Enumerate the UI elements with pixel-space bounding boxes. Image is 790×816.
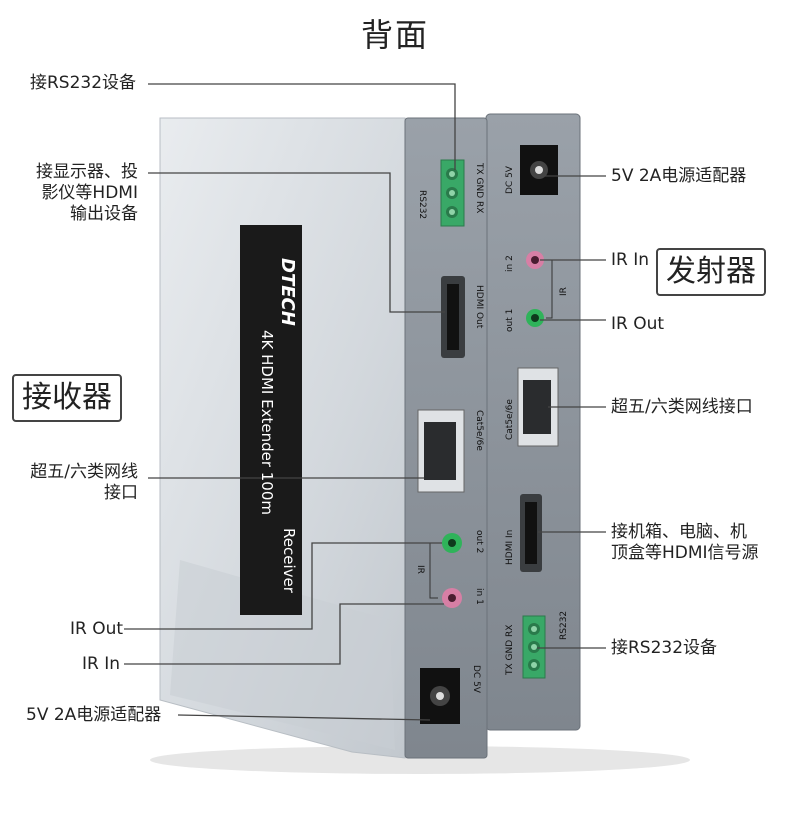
right-label-ir-in: IR In [611, 250, 650, 270]
transmitter-panel-text: DC 5V in 2 IR out 1 Cat5e/6e HDMI In RS2… [505, 165, 569, 676]
left-label-cat: 超五/六类网线 接口 [8, 462, 138, 504]
transmitter-cat-text: Cat5e/6e [505, 399, 515, 440]
receiver-panel-text: RS232 TX GND RX HDMI Out Cat5e/6e IR out… [415, 162, 484, 694]
transmitter-dc-text: DC 5V [505, 165, 515, 194]
role-text: Receiver [280, 528, 298, 594]
transmitter-out1-text: out 1 [505, 309, 515, 332]
left-label-display-line: 输出设备 [70, 204, 138, 224]
left-label-rs232: 接RS232设备 [30, 73, 137, 93]
transmitter-hdmi-in-text: HDMI In [505, 530, 515, 565]
left-label-display-line: 接显示器、投 [36, 162, 138, 182]
right-label-ir-out: IR Out [611, 314, 665, 334]
right-label-source-line: 顶盒等HDMI信号源 [611, 543, 759, 563]
transmitter-rs232-pins-text: TX GND RX [505, 625, 515, 676]
receiver-tag: 接收器 [12, 374, 122, 422]
left-label-cat-line: 超五/六类网线 [30, 462, 138, 482]
receiver-cat-text: Cat5e/6e [474, 410, 484, 451]
left-label-display-line: 影仪等HDMI [41, 183, 138, 203]
transmitter-ir-text: IR [559, 287, 569, 296]
transmitter-in2-text: in 2 [505, 255, 515, 272]
receiver-label-plate [240, 225, 302, 615]
model-line-text: 4K HDMI Extender 100m [258, 330, 276, 515]
left-label-display: 接显示器、投 影仪等HDMI 输出设备 [14, 162, 138, 225]
callout-lines [124, 83, 606, 721]
left-label-cat-line: 接口 [104, 483, 138, 503]
receiver-dc-text: DC 5V [471, 665, 481, 694]
left-label-ir-in: IR In [82, 654, 121, 674]
receiver-in1-text: in 1 [474, 588, 484, 605]
transmitter-rs232-text: RS232 [559, 611, 569, 640]
right-label-source-line: 接机箱、电脑、机 [611, 522, 747, 542]
receiver-hdmi-out-text: HDMI Out [474, 285, 484, 329]
brand-logo-text: DTECH [277, 258, 298, 326]
transmitter-tag: 发射器 [656, 248, 766, 296]
receiver-ir-text: IR [415, 565, 425, 574]
right-label-source: 接机箱、电脑、机 顶盒等HDMI信号源 [611, 522, 759, 564]
receiver-label-text: DTECH 4K HDMI Extender 100m Receiver [258, 258, 298, 594]
right-label-power: 5V 2A电源适配器 [611, 166, 747, 186]
page-title: 背面 [360, 16, 429, 54]
left-label-power: 5V 2A电源适配器 [26, 705, 162, 725]
right-label-cat: 超五/六类网线接口 [611, 397, 753, 417]
left-label-ir-out: IR Out [70, 619, 124, 639]
receiver-rs232-pins-text: TX GND RX [474, 162, 484, 213]
right-label-rs232: 接RS232设备 [611, 638, 718, 658]
receiver-out2-text: out 2 [474, 530, 484, 553]
receiver-rs232-text: RS232 [417, 190, 427, 219]
